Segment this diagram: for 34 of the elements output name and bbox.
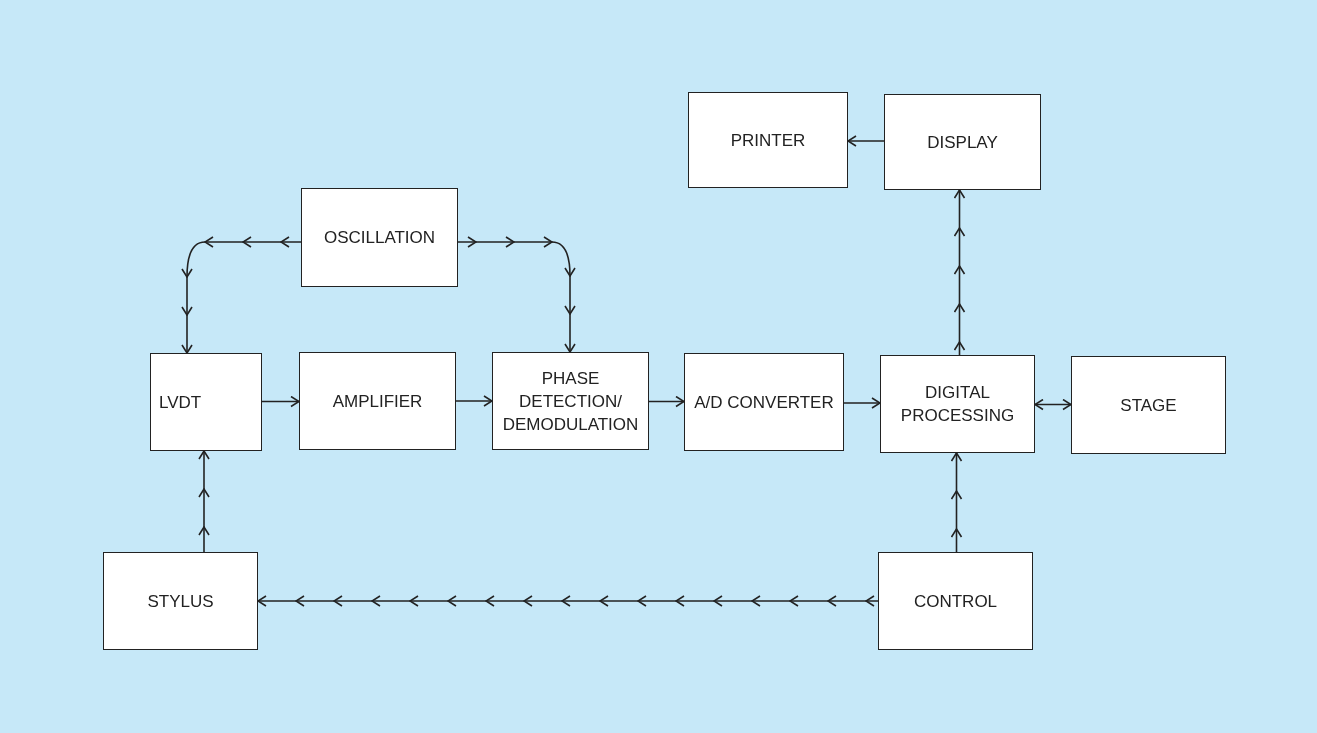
box-label: AMPLIFIER xyxy=(332,390,423,413)
arrow xyxy=(648,395,685,408)
arrow xyxy=(1034,398,1072,411)
arrow xyxy=(257,595,879,607)
process-box xyxy=(103,552,258,650)
process-box xyxy=(492,352,649,450)
box-label: DISPLAY xyxy=(927,131,998,154)
box-label: OSCILLATION xyxy=(323,227,436,249)
arrow xyxy=(847,135,885,147)
arrow xyxy=(261,395,300,408)
process-box xyxy=(301,188,458,287)
process-box xyxy=(684,353,844,451)
process-box xyxy=(878,552,1033,650)
process-box xyxy=(880,355,1035,453)
process-box xyxy=(299,352,456,450)
arrow xyxy=(198,450,210,553)
arrow xyxy=(181,236,302,354)
arrow xyxy=(457,236,576,353)
process-box xyxy=(1071,356,1226,454)
box-label: A/D CONVERTER xyxy=(694,391,834,414)
box-label: STAGE xyxy=(1120,394,1177,417)
arrow xyxy=(951,452,963,553)
process-box xyxy=(150,353,262,451)
arrow xyxy=(843,397,881,409)
arrow xyxy=(455,395,493,407)
arrow xyxy=(954,189,966,356)
box-label: PRINTER xyxy=(730,129,806,152)
box-label: PHASE DETECTION/ DEMODULATION xyxy=(501,367,640,436)
box-label: STYLUS xyxy=(147,590,214,613)
box-label: LVDT xyxy=(159,391,202,414)
box-label: CONTROL xyxy=(913,590,998,613)
box-label: DIGITAL PROCESSING xyxy=(899,382,1016,427)
process-box xyxy=(884,94,1041,190)
process-box xyxy=(688,92,848,188)
